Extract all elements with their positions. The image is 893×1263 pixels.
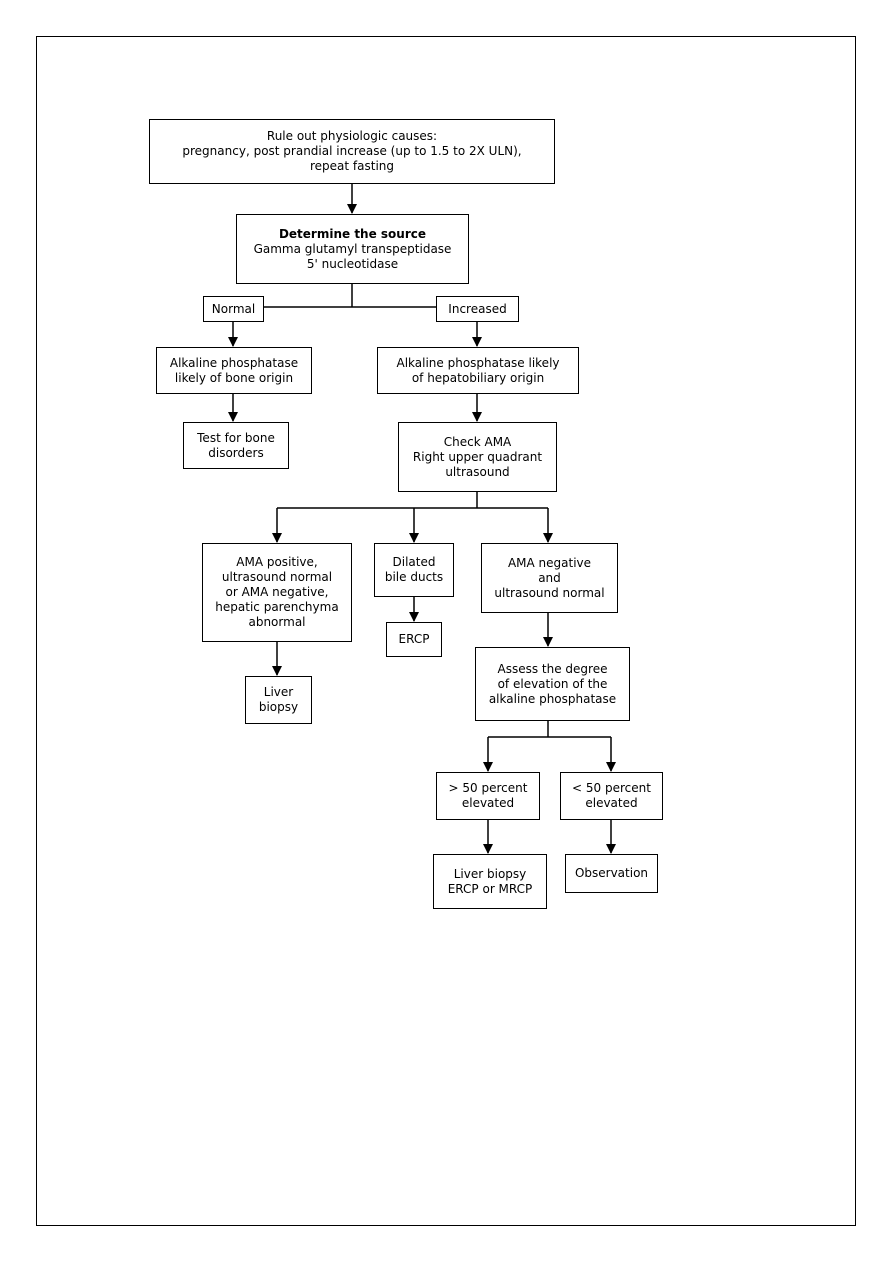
bone-origin-line-2: likely of bone origin <box>174 370 294 385</box>
normal-label: Normal <box>211 301 256 316</box>
page-border <box>36 36 856 1226</box>
ama-negative-box: AMA negative and ultrasound normal <box>481 543 618 613</box>
ercp-box: ERCP <box>386 622 442 657</box>
ama-positive-line-3: or AMA negative, <box>225 585 329 599</box>
biopsy-ercp-mrcp-line-1: Liver biopsy <box>453 866 527 881</box>
lt50-line-1: < 50 percent <box>572 781 651 795</box>
test-bone-disorders-box: Test for bone disorders <box>183 422 289 469</box>
ama-negative-line-1: AMA negative <box>507 555 592 570</box>
determine-source-heading: Determine the source <box>278 226 427 241</box>
gt50-line-1: > 50 percent <box>448 781 528 795</box>
dilated-bile-ducts-box: Dilated bile ducts <box>374 543 454 597</box>
gt50-elevated-box: > 50 percent elevated <box>436 772 540 820</box>
ama-positive-line-5: abnormal <box>248 615 306 629</box>
check-ama-line-3: ultrasound <box>445 464 510 479</box>
ama-positive-line-4: hepatic parenchyma <box>215 600 339 614</box>
normal-box: Normal <box>203 296 264 322</box>
ama-positive-line-1: AMA positive, <box>236 555 318 569</box>
bone-test-line-2: disorders <box>208 445 264 460</box>
check-ama-line-2: Right upper quadrant <box>412 449 543 464</box>
rule-out-physiologic-box: Rule out physiologic causes: pregnancy, … <box>149 119 555 184</box>
biopsy-ercp-mrcp-box: Liver biopsy ERCP or MRCP <box>433 854 547 909</box>
ama-negative-line-3: ultrasound normal <box>494 585 605 600</box>
ama-negative-line-2: and <box>538 570 561 585</box>
gt50-line-2: elevated <box>461 796 515 810</box>
increased-box: Increased <box>436 296 519 322</box>
lt50-line-2: elevated <box>585 796 638 810</box>
dilated-line-1: Dilated <box>392 555 436 569</box>
hepatobiliary-line-1: Alkaline phosphatase likely <box>396 355 560 370</box>
ama-positive-line-2: ultrasound normal <box>221 570 333 584</box>
increased-label: Increased <box>448 301 507 316</box>
ercp-label: ERCP <box>398 632 430 646</box>
bone-test-line-1: Test for bone <box>197 430 275 445</box>
observation-label: Observation <box>574 866 649 880</box>
lt50-elevated-box: < 50 percent elevated <box>560 772 663 820</box>
bone-origin-line-1: Alkaline phosphatase <box>169 355 299 370</box>
rule-out-line-3: repeat fasting <box>309 159 395 173</box>
liver-biopsy-line-2: biopsy <box>258 700 299 714</box>
rule-out-line-1: Rule out physiologic causes: <box>266 129 438 143</box>
determine-source-line-2: 5' nucleotidase <box>306 256 399 271</box>
assess-degree-box: Assess the degree of elevation of the al… <box>475 647 630 721</box>
dilated-line-2: bile ducts <box>384 570 444 584</box>
bone-origin-box: Alkaline phosphatase likely of bone orig… <box>156 347 312 394</box>
ama-positive-box: AMA positive, ultrasound normal or AMA n… <box>202 543 352 642</box>
assess-line-2: of elevation of the <box>497 676 608 691</box>
check-ama-box: Check AMA Right upper quadrant ultrasoun… <box>398 422 557 492</box>
biopsy-ercp-mrcp-line-2: ERCP or MRCP <box>447 881 533 896</box>
liver-biopsy-box: Liver biopsy <box>245 676 312 724</box>
hepatobiliary-origin-box: Alkaline phosphatase likely of hepatobil… <box>377 347 579 394</box>
liver-biopsy-line-1: Liver <box>263 685 294 699</box>
assess-line-1: Assess the degree <box>497 661 608 676</box>
determine-source-box: Determine the source Gamma glutamyl tran… <box>236 214 469 284</box>
determine-source-line-1: Gamma glutamyl transpeptidase <box>253 241 452 256</box>
assess-line-3: alkaline phosphatase <box>488 691 617 706</box>
observation-box: Observation <box>565 854 658 893</box>
rule-out-line-2: pregnancy, post prandial increase (up to… <box>182 144 522 158</box>
hepatobiliary-line-2: of hepatobiliary origin <box>411 370 545 385</box>
check-ama-line-1: Check AMA <box>443 434 512 449</box>
